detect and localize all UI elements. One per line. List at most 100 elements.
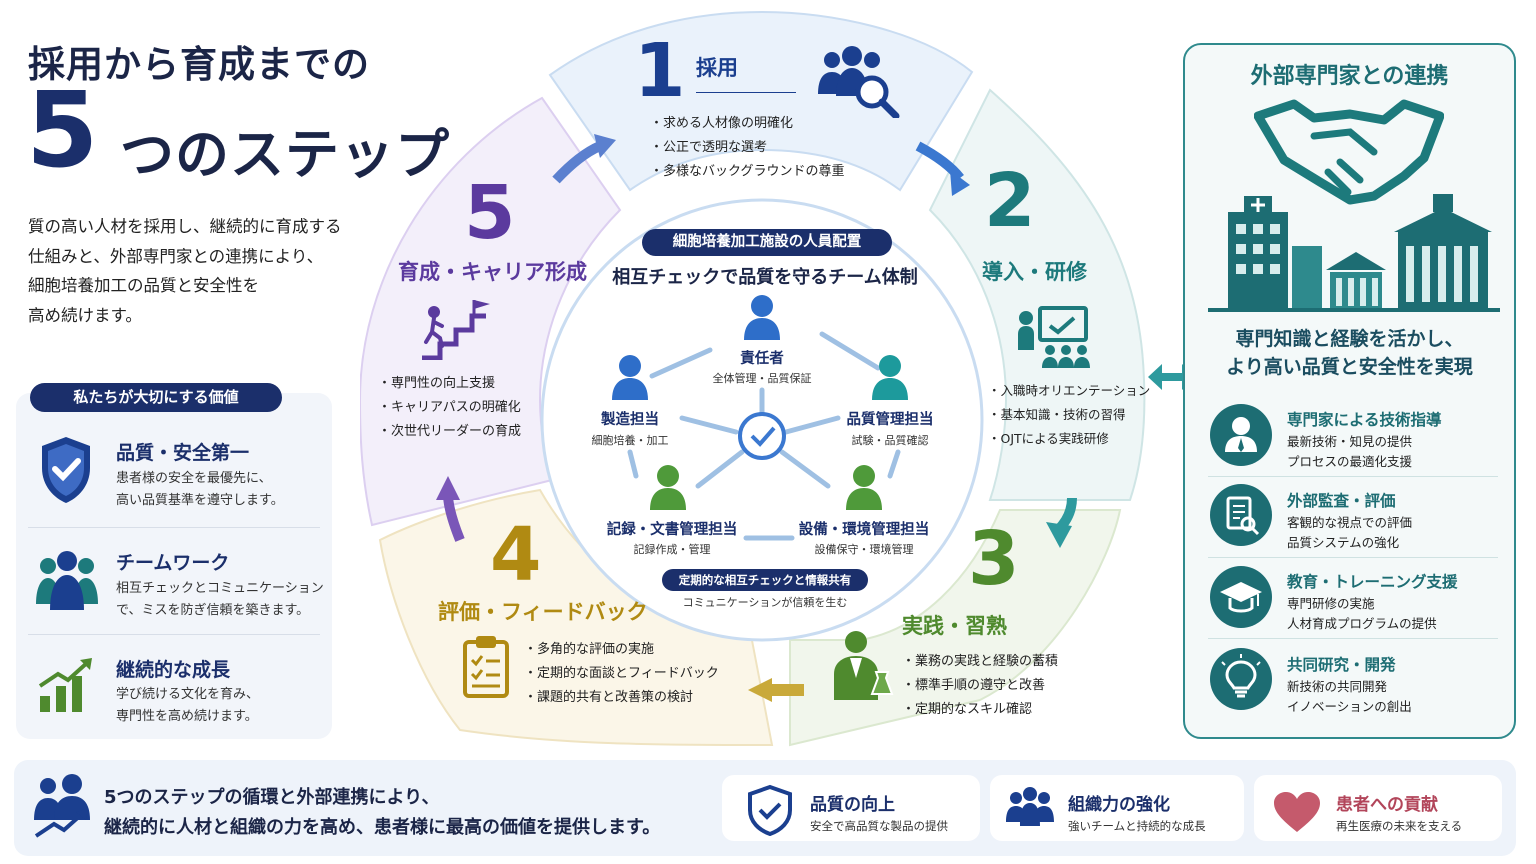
external-item2-desc: 客観的な視点での評価 品質システムの強化 [1287, 515, 1413, 550]
center-bottom-sub: コミュニケーションが信頼を生む [682, 596, 848, 609]
step3-bullet: 業務の実践と経験の蓄積 [902, 650, 1058, 674]
role-records-name: 記録・文書管理担当 [606, 522, 738, 538]
role-manager-desc: 全体管理・品質保証 [712, 372, 812, 385]
step2-bullets: 入職時オリエンテーション 基本知識・技術の習得 OJTによる実践研修 [988, 379, 1151, 451]
audit-document-icon [1210, 484, 1272, 546]
external-item3-title: 教育・トレーニング支援 [1287, 573, 1458, 591]
link-arrow [695, 449, 745, 489]
link-arrow [819, 331, 881, 371]
role-facility-desc: 設備保守・環境管理 [814, 543, 914, 556]
external-item4-title: 共同研究・開発 [1287, 656, 1396, 674]
step3-title: 実践・習熟 [902, 614, 1007, 638]
role-quality-desc: 試験・品質確認 [851, 434, 929, 447]
external-divider [1208, 557, 1498, 558]
role-manager-name: 責任者 [740, 351, 784, 367]
lab-worker-icon [834, 631, 894, 700]
people-search-icon [818, 46, 900, 118]
outcome-organization-title: 組織力の強化 [1068, 795, 1170, 815]
external-item1-title: 専門家による技術指導 [1287, 411, 1442, 429]
step4-title: 評価・フィードバック [438, 600, 648, 624]
training-board-icon [1018, 306, 1090, 368]
organization-icon [1006, 787, 1054, 826]
step4-bullet: 課題的共有と改善策の検討 [524, 686, 719, 710]
people-growth-icon [34, 774, 90, 838]
value-title-growth: 継続的な成長 [116, 659, 231, 681]
external-item4-desc: 新技術の共同開発 イノベーションの創出 [1287, 679, 1412, 714]
values-heading: 私たちが大切にする価値 [30, 383, 282, 412]
step1-bullet: 多様なバックグラウンドの尊重 [650, 160, 844, 184]
step2-title: 導入・研修 [982, 260, 1087, 284]
step4-number: 4 [490, 512, 542, 598]
step3-bullet: 標準手順の遵守と改善 [902, 674, 1058, 698]
arrow-5-to-1 [552, 141, 603, 184]
step1-title: 採用 [696, 56, 738, 80]
link-arrow [779, 449, 831, 489]
role-quality-name: 品質管理担当 [846, 412, 934, 428]
step2-number: 2 [984, 158, 1036, 244]
outcome-quality-sub: 安全で高品質な製品の提供 [810, 819, 948, 833]
value-desc-quality: 患者様の安全を最優先に、 高い品質基準を遵守します。 [116, 471, 284, 508]
step5-number: 5 [464, 170, 516, 256]
value-desc-growth: 学び続ける文化を育み、 専門性を高め続けます。 [116, 687, 260, 724]
step2-bullet: OJTによる実践研修 [988, 427, 1150, 451]
handshake-icon [1254, 99, 1444, 205]
center-title: 相互チェックで品質を守るチーム体制 [612, 267, 918, 288]
link-arrow [649, 347, 713, 379]
step5-bullet: キャリアパスの明確化 [378, 396, 521, 420]
step3-number: 3 [968, 516, 1020, 602]
step1-title-underline [696, 92, 796, 93]
main-title-line1: 採用から育成までの [28, 43, 370, 86]
step1-bullets: 求める人材像の明確化 公正で透明な選考 多様なバックグラウンドの尊重 [650, 112, 845, 184]
quality-shield-icon [748, 784, 792, 836]
step5-bullets: 専門性の向上支援 キャリアパスの明確化 次世代リーダーの育成 [378, 372, 521, 444]
step5-title: 育成・キャリア形成 [398, 260, 587, 284]
outcome-quality-title: 品質の向上 [810, 795, 895, 815]
team-icon [36, 551, 98, 610]
center-bottom-tag: 定期的な相互チェックと情報共有 [662, 569, 868, 591]
role-production-name: 製造担当 [601, 412, 659, 428]
value-divider [28, 634, 320, 635]
person-icon-production [612, 355, 648, 400]
main-title-line2: つのステップ [120, 123, 450, 186]
value-title-quality: 品質・安全第一 [116, 442, 250, 464]
step3-bullets: 業務の実践と経験の蓄積 標準手順の遵守と改善 定期的なスキル確認 [902, 650, 1058, 722]
value-divider [28, 527, 320, 528]
person-icon-facility [846, 465, 882, 510]
step3-bullet: 定期的なスキル確認 [902, 698, 1058, 722]
buildings-icon [1208, 194, 1500, 312]
link-arrow [679, 415, 739, 435]
value-title-teamwork: チームワーク [116, 552, 230, 574]
external-divider [1208, 476, 1498, 477]
external-divider [1208, 638, 1498, 639]
step1-number: 1 [634, 28, 686, 114]
external-item1-desc: 最新技術・知見の提供 プロセスの最適化支援 [1287, 434, 1413, 469]
clipboard-checklist-icon [463, 636, 509, 698]
external-item3-desc: 専門研修の実施 人材育成プログラムの提供 [1287, 596, 1437, 631]
outcome-organization-sub: 強いチームと持続的な成長 [1068, 819, 1206, 833]
lightbulb-icon [1210, 648, 1272, 710]
external-item2-title: 外部監査・評価 [1287, 492, 1396, 510]
arrow-1-to-2 [915, 141, 964, 182]
outcome-patient-sub: 再生医療の未来を支える [1336, 819, 1463, 833]
step4-bullets: 多角的な評価の実施 定期的な面談とフィードバック 課題的共有と改善策の検討 [524, 638, 719, 710]
career-stairs-icon [422, 300, 490, 360]
main-title-number: 5 [26, 69, 99, 191]
link-arrow [887, 449, 901, 479]
step4-bullet: 多角的な評価の実施 [524, 638, 719, 662]
person-icon-records [650, 465, 686, 510]
link-arrow [627, 449, 639, 479]
step1-bullet: 求める人材像の明確化 [650, 112, 845, 136]
team-structure-diagram [612, 295, 908, 541]
role-production-desc: 細胞培養・加工 [591, 434, 669, 447]
heart-icon [1274, 792, 1320, 832]
bottom-message-line1: 5つのステップの循環と外部連携により、 [104, 787, 440, 808]
step4-bullet: 定期的な面談とフィードバック [524, 662, 719, 686]
step5-bullet: 次世代リーダーの育成 [378, 420, 521, 444]
growth-chart-icon [38, 658, 92, 712]
step1-bullet: 公正で透明な選考 [650, 136, 845, 160]
center-tag: 細胞培養加工施設の人員配置 [642, 229, 892, 256]
graduation-cap-icon [1210, 566, 1272, 628]
person-icon-manager [744, 295, 780, 340]
role-records-desc: 記録作成・管理 [633, 543, 711, 556]
step2-bullet: 基本知識・技術の習得 [988, 403, 1150, 427]
